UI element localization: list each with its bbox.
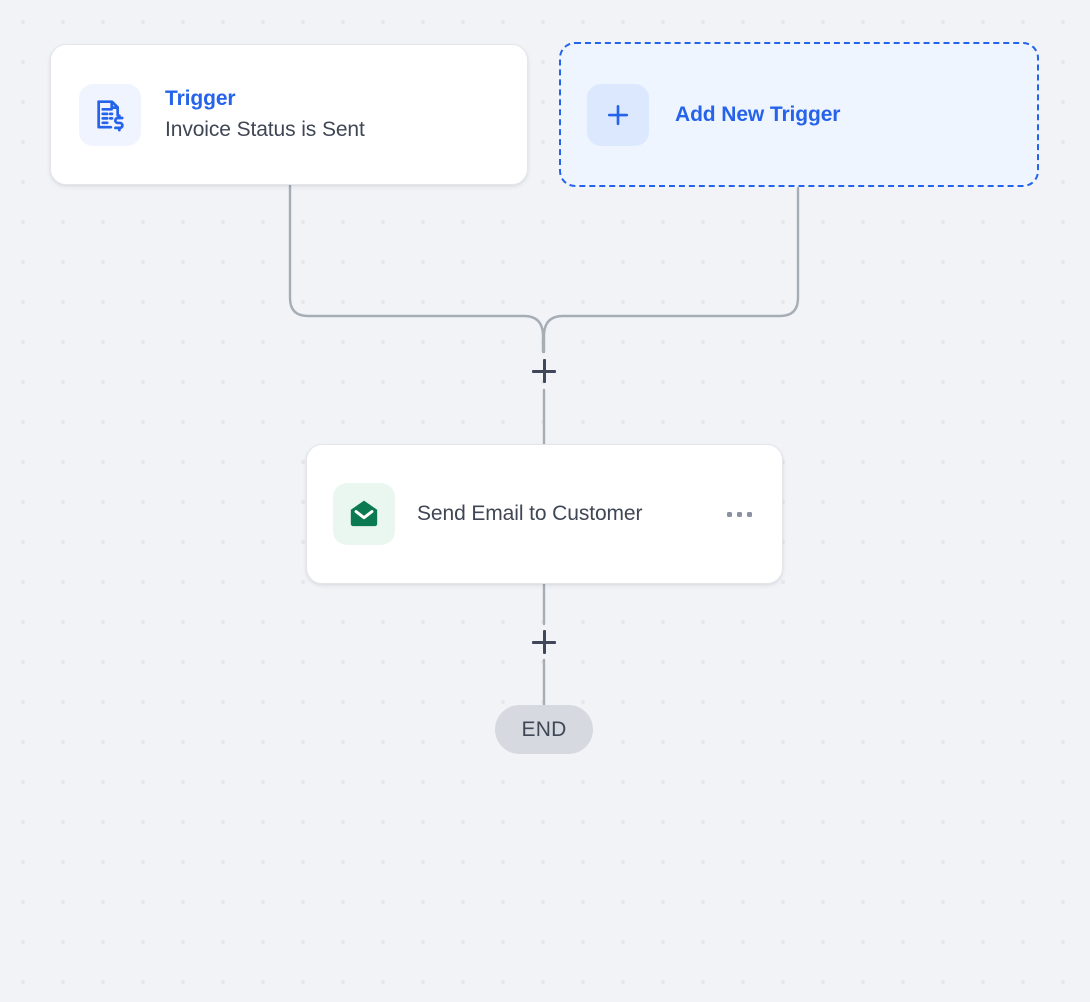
trigger-text-group: Trigger Invoice Status is Sent: [165, 86, 365, 144]
menu-dot: [747, 511, 752, 517]
invoice-dollar-icon: [79, 83, 141, 146]
more-horizontal-icon[interactable]: [723, 504, 756, 525]
mail-open-icon: [333, 483, 395, 545]
action-node-send-email[interactable]: Send Email to Customer: [306, 444, 783, 584]
trigger-node[interactable]: Trigger Invoice Status is Sent: [50, 44, 528, 185]
menu-dot: [737, 511, 742, 517]
trigger-title: Trigger: [165, 86, 236, 110]
connector-trigger-to-merge: [288, 183, 545, 354]
trigger-subtitle: Invoice Status is Sent: [165, 117, 365, 141]
add-step-button-after-trigger[interactable]: [529, 356, 559, 386]
add-new-trigger-label: Add New Trigger: [675, 102, 841, 126]
menu-dot: [727, 511, 732, 517]
plus-icon: [587, 83, 649, 146]
end-badge: END: [495, 705, 593, 754]
action-node-label: Send Email to Customer: [417, 502, 643, 525]
connector-add-trigger-to-merge: [542, 186, 800, 354]
add-new-trigger-button[interactable]: Add New Trigger: [559, 42, 1039, 187]
add-step-button-after-action[interactable]: [529, 627, 559, 657]
